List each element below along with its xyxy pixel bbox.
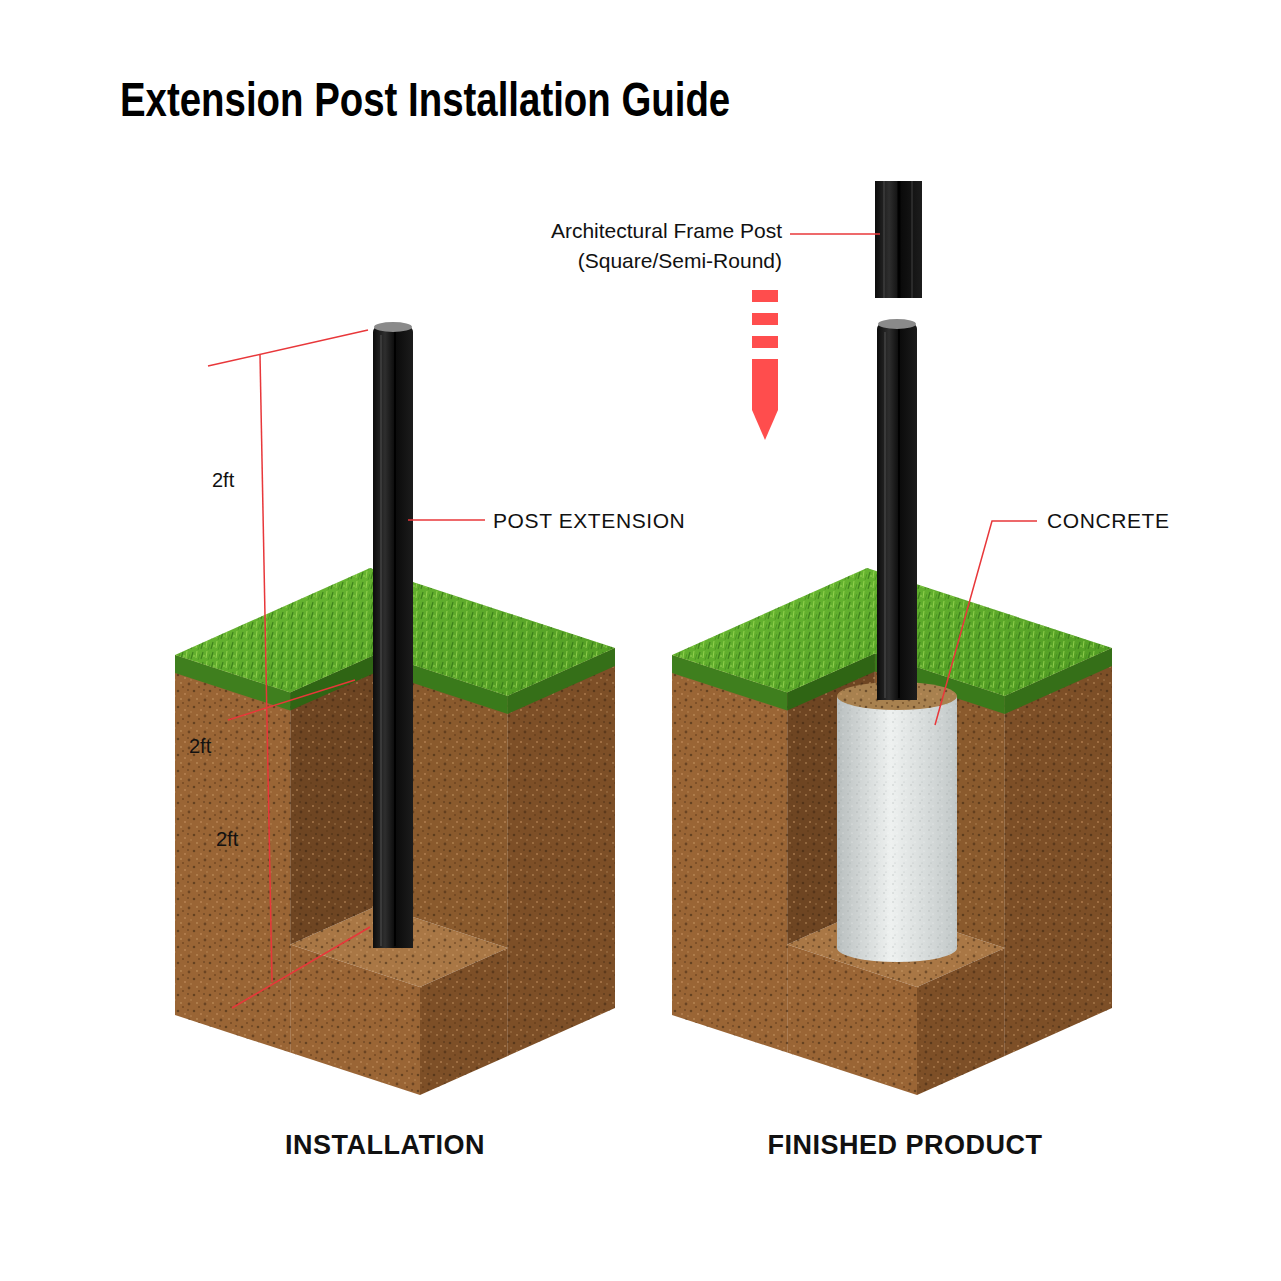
post-extension [373, 322, 413, 948]
panel-caption: INSTALLATION [135, 1128, 635, 1162]
post-top [878, 319, 916, 329]
post-top [374, 322, 412, 332]
part-label: POST EXTENSION [493, 508, 685, 534]
arrow-dash [752, 336, 778, 348]
panel-caption: FINISHED PRODUCT [655, 1128, 1155, 1162]
post-groove [394, 332, 396, 946]
arrow-dash [752, 313, 778, 325]
frame-post [875, 181, 922, 298]
post-body [373, 323, 413, 948]
arrow-head [752, 359, 778, 440]
part-label: Architectural Frame Post (Square/Semi-Ro… [500, 216, 782, 276]
dimension-tick [232, 927, 370, 1008]
frame-post-body [875, 181, 922, 298]
post-highlight [380, 335, 381, 946]
leader-line [408, 519, 485, 521]
concrete-cylinder [837, 696, 957, 962]
leader-line [790, 233, 880, 235]
dimension-label: 2ft [216, 826, 238, 852]
post-highlight [884, 332, 885, 698]
frame-post-highlight [911, 181, 912, 298]
leader-lines [408, 234, 1037, 725]
leader-line [935, 521, 1037, 725]
part-label: CONCRETE [1047, 508, 1170, 534]
dimension-tick [228, 680, 355, 720]
insert-arrow [752, 290, 778, 440]
post-extension [877, 319, 917, 700]
frame-post-groove [898, 181, 901, 298]
dimension-line [260, 355, 272, 982]
diagram-title: Extension Post Installation Guide [120, 70, 730, 130]
dimension-tick [208, 330, 368, 366]
dimension-label: 2ft [212, 467, 234, 493]
post-groove [898, 329, 900, 698]
concrete-texture [837, 696, 957, 962]
dimension-label: 2ft [189, 733, 211, 759]
post-body [877, 320, 917, 700]
concrete-footing [837, 682, 957, 962]
arrow-dash [752, 290, 778, 302]
frame-post-highlight [883, 181, 884, 298]
dimension-lines [208, 330, 370, 1008]
